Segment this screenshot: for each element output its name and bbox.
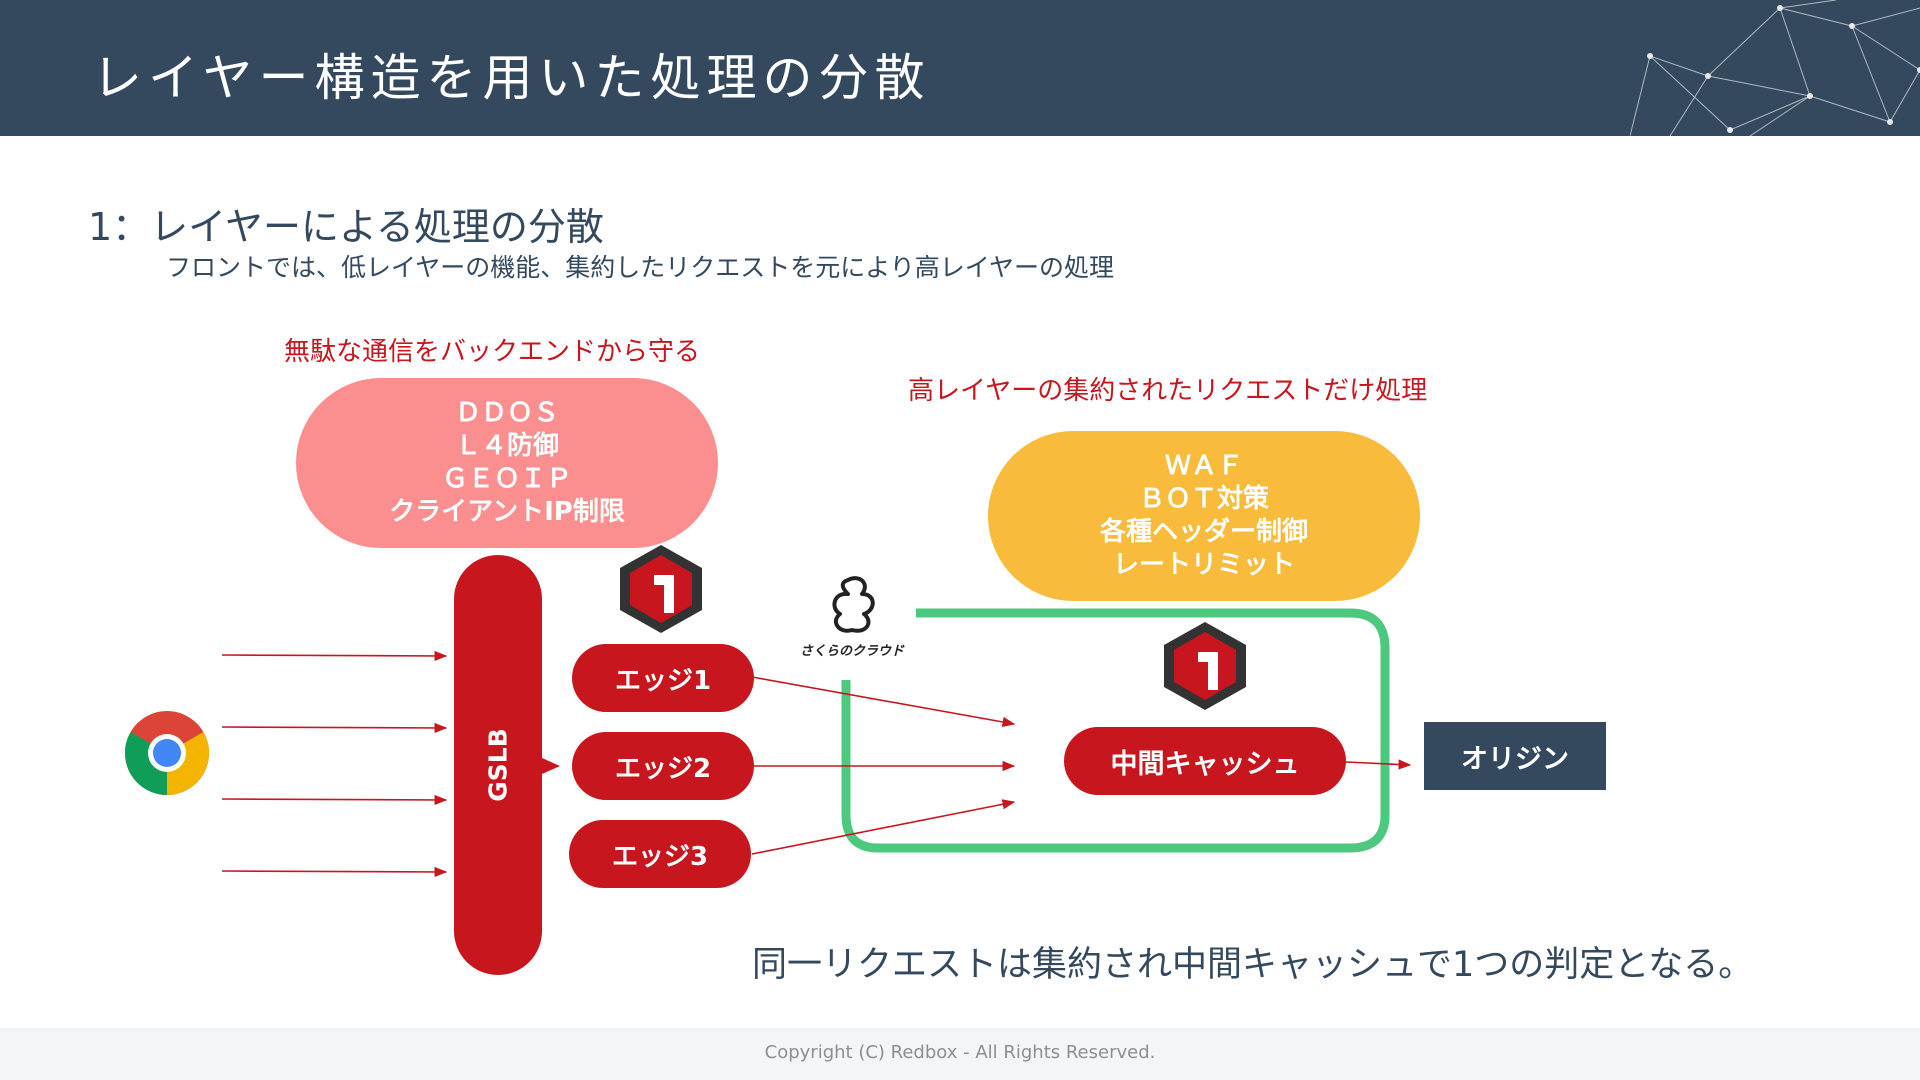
copyright-text: Copyright (C) Redbox - All Rights Reserv…: [764, 1042, 1156, 1063]
feature-line: レートリミット: [1112, 550, 1295, 580]
sakura-cloud-logo-text: さくらのクラウド: [800, 644, 905, 659]
section-description: フロントでは、低レイヤーの機能、集約したリクエストを元により高レイヤーの処理: [166, 253, 1115, 282]
front-layer-note: 無駄な通信をバックエンドから守る: [284, 337, 701, 367]
origin-node: オリジン: [1424, 722, 1606, 790]
feature-line: クライアントIP制限: [389, 497, 625, 527]
feature-line: ＢＯＴ対策: [1138, 484, 1269, 514]
network-decoration-icon: [1630, 0, 1920, 136]
feature-line: ＧＥＯＩＰ: [441, 464, 572, 494]
edge-to-cache-arrow: [751, 799, 1016, 855]
cache-to-origin-arrow: [1345, 759, 1412, 770]
feature-line: 各種ヘッダー制御: [1099, 517, 1308, 547]
front-layer-features: ＤＤＯＳ Ｌ４防御 ＧＥＯＩＰ クライアントIP制限: [296, 378, 718, 548]
client-request-arrow: [221, 722, 448, 734]
redbox-logo-icon: [1164, 622, 1246, 710]
gslb-node: GSLB: [454, 555, 542, 975]
gslb-label: GSLB: [483, 728, 513, 802]
client-request-arrow: [221, 866, 448, 878]
gslb-pointer: [542, 758, 560, 774]
client-request-arrow: [221, 650, 448, 662]
header-bar: レイヤー構造を用いた処理の分散: [0, 0, 1920, 136]
upper-layer-note: 高レイヤーの集約されたリクエストだけ処理: [908, 376, 1428, 406]
footer: Copyright (C) Redbox - All Rights Reserv…: [0, 1028, 1920, 1080]
sakura-cloud-logo-icon: [832, 576, 875, 633]
page-title: レイヤー構造を用いた処理の分散: [92, 49, 931, 107]
redbox-logo-icon: [620, 545, 702, 633]
summary-text: 同一リクエストは集約され中間キャッシュで1つの判定となる。: [752, 945, 1754, 985]
upper-layer-features: ＷＡＦ ＢＯＴ対策 各種ヘッダー制御 レートリミット: [988, 431, 1420, 601]
chrome-icon: [124, 711, 210, 795]
section-heading: 1：レイヤーによる処理の分散: [88, 205, 604, 249]
mid-layer-outline: [841, 608, 1390, 853]
edge-node-1: エッジ1: [572, 644, 754, 712]
client-request-arrow: [221, 794, 448, 806]
edge-node-3: エッジ3: [569, 820, 751, 888]
feature-line: ＷＡＦ: [1164, 451, 1243, 481]
mid-cache-node: 中間キャッシュ: [1064, 727, 1346, 795]
edge-to-cache-arrow: [751, 676, 1016, 728]
edge-node-2: エッジ2: [572, 732, 754, 800]
feature-line: Ｌ４防御: [454, 431, 559, 461]
feature-line: ＤＤＯＳ: [454, 398, 559, 428]
